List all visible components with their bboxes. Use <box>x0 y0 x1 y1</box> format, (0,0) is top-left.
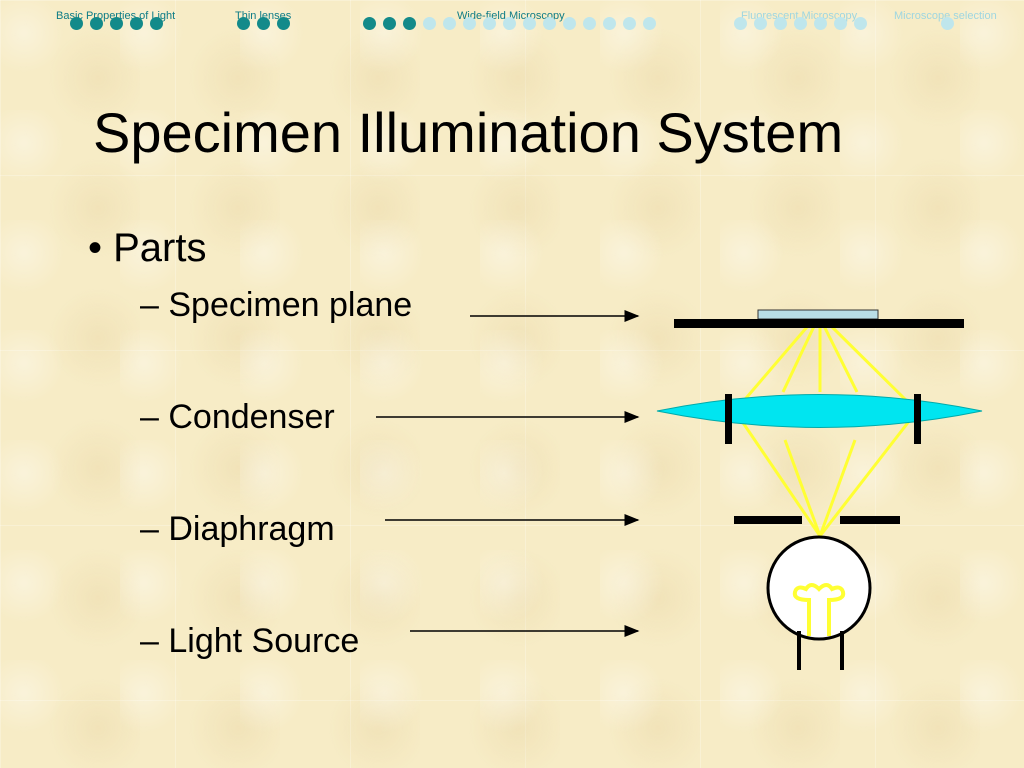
nav-dot[interactable] <box>257 17 270 30</box>
nav-dot[interactable] <box>734 17 747 30</box>
nav-dot[interactable] <box>814 17 827 30</box>
nav-dot[interactable] <box>363 17 376 30</box>
section-navigation: Basic Properties of Light Thin lenses Wi… <box>0 0 1024 48</box>
nav-dot[interactable] <box>90 17 103 30</box>
nav-dot[interactable] <box>70 17 83 30</box>
nav-dot[interactable] <box>563 17 576 30</box>
nav-dot[interactable] <box>443 17 456 30</box>
nav-section-microscope-selection[interactable]: Microscope selection <box>894 10 997 22</box>
nav-dot[interactable] <box>603 17 616 30</box>
nav-dot[interactable] <box>130 17 143 30</box>
nav-dot[interactable] <box>854 17 867 30</box>
nav-dot[interactable] <box>623 17 636 30</box>
nav-dot[interactable] <box>383 17 396 30</box>
nav-dot[interactable] <box>483 17 496 30</box>
nav-dot[interactable] <box>941 17 954 30</box>
nav-label[interactable]: Microscope selection <box>894 10 997 22</box>
nav-dots-fluorescent <box>734 17 867 30</box>
nav-dots-basic-properties <box>70 17 163 30</box>
nav-dots-wide-field <box>363 17 656 30</box>
nav-dot[interactable] <box>503 17 516 30</box>
nav-label[interactable]: Fluorescent Microscopy <box>741 10 858 22</box>
nav-dot[interactable] <box>794 17 807 30</box>
light-bulb-icon <box>766 535 872 670</box>
diaphragm-right-blade <box>840 516 900 524</box>
nav-dot[interactable] <box>543 17 556 30</box>
sub-item-diaphragm: – Diaphragm <box>140 510 335 548</box>
sub-item-condenser: – Condenser <box>140 398 335 436</box>
condenser-right-stop <box>914 394 921 444</box>
nav-dot[interactable] <box>423 17 436 30</box>
light-rays <box>733 318 919 537</box>
nav-section-fluorescent[interactable]: Fluorescent Microscopy <box>741 10 857 22</box>
nav-dot[interactable] <box>237 17 250 30</box>
sub-item-specimen-plane: – Specimen plane <box>140 286 413 324</box>
slide-title: Specimen Illumination System <box>93 101 844 164</box>
specimen-stage <box>674 319 964 328</box>
nav-dot[interactable] <box>774 17 787 30</box>
nav-dot[interactable] <box>643 17 656 30</box>
nav-dot[interactable] <box>403 17 416 30</box>
diaphragm-left-blade <box>734 516 802 524</box>
condenser-lens <box>656 394 983 428</box>
condenser-left-stop <box>725 394 732 444</box>
nav-dot[interactable] <box>754 17 767 30</box>
nav-dot[interactable] <box>523 17 536 30</box>
nav-dots-thin-lenses <box>237 17 290 30</box>
nav-dot[interactable] <box>463 17 476 30</box>
bullet-label: Parts <box>113 226 207 270</box>
nav-dot[interactable] <box>834 17 847 30</box>
nav-dot[interactable] <box>277 17 290 30</box>
nav-dot[interactable] <box>150 17 163 30</box>
bullet-parts: • Parts <box>88 226 207 270</box>
nav-label[interactable]: Basic Properties of Light <box>56 10 176 22</box>
specimen-slide-glass <box>757 309 879 320</box>
nav-dot[interactable] <box>110 17 123 30</box>
nav-dots-microscope-selection <box>941 17 954 30</box>
sub-item-light-source: – Light Source <box>140 622 360 660</box>
nav-dot[interactable] <box>583 17 596 30</box>
nav-section-basic-properties[interactable]: Basic Properties of Light <box>56 10 175 22</box>
